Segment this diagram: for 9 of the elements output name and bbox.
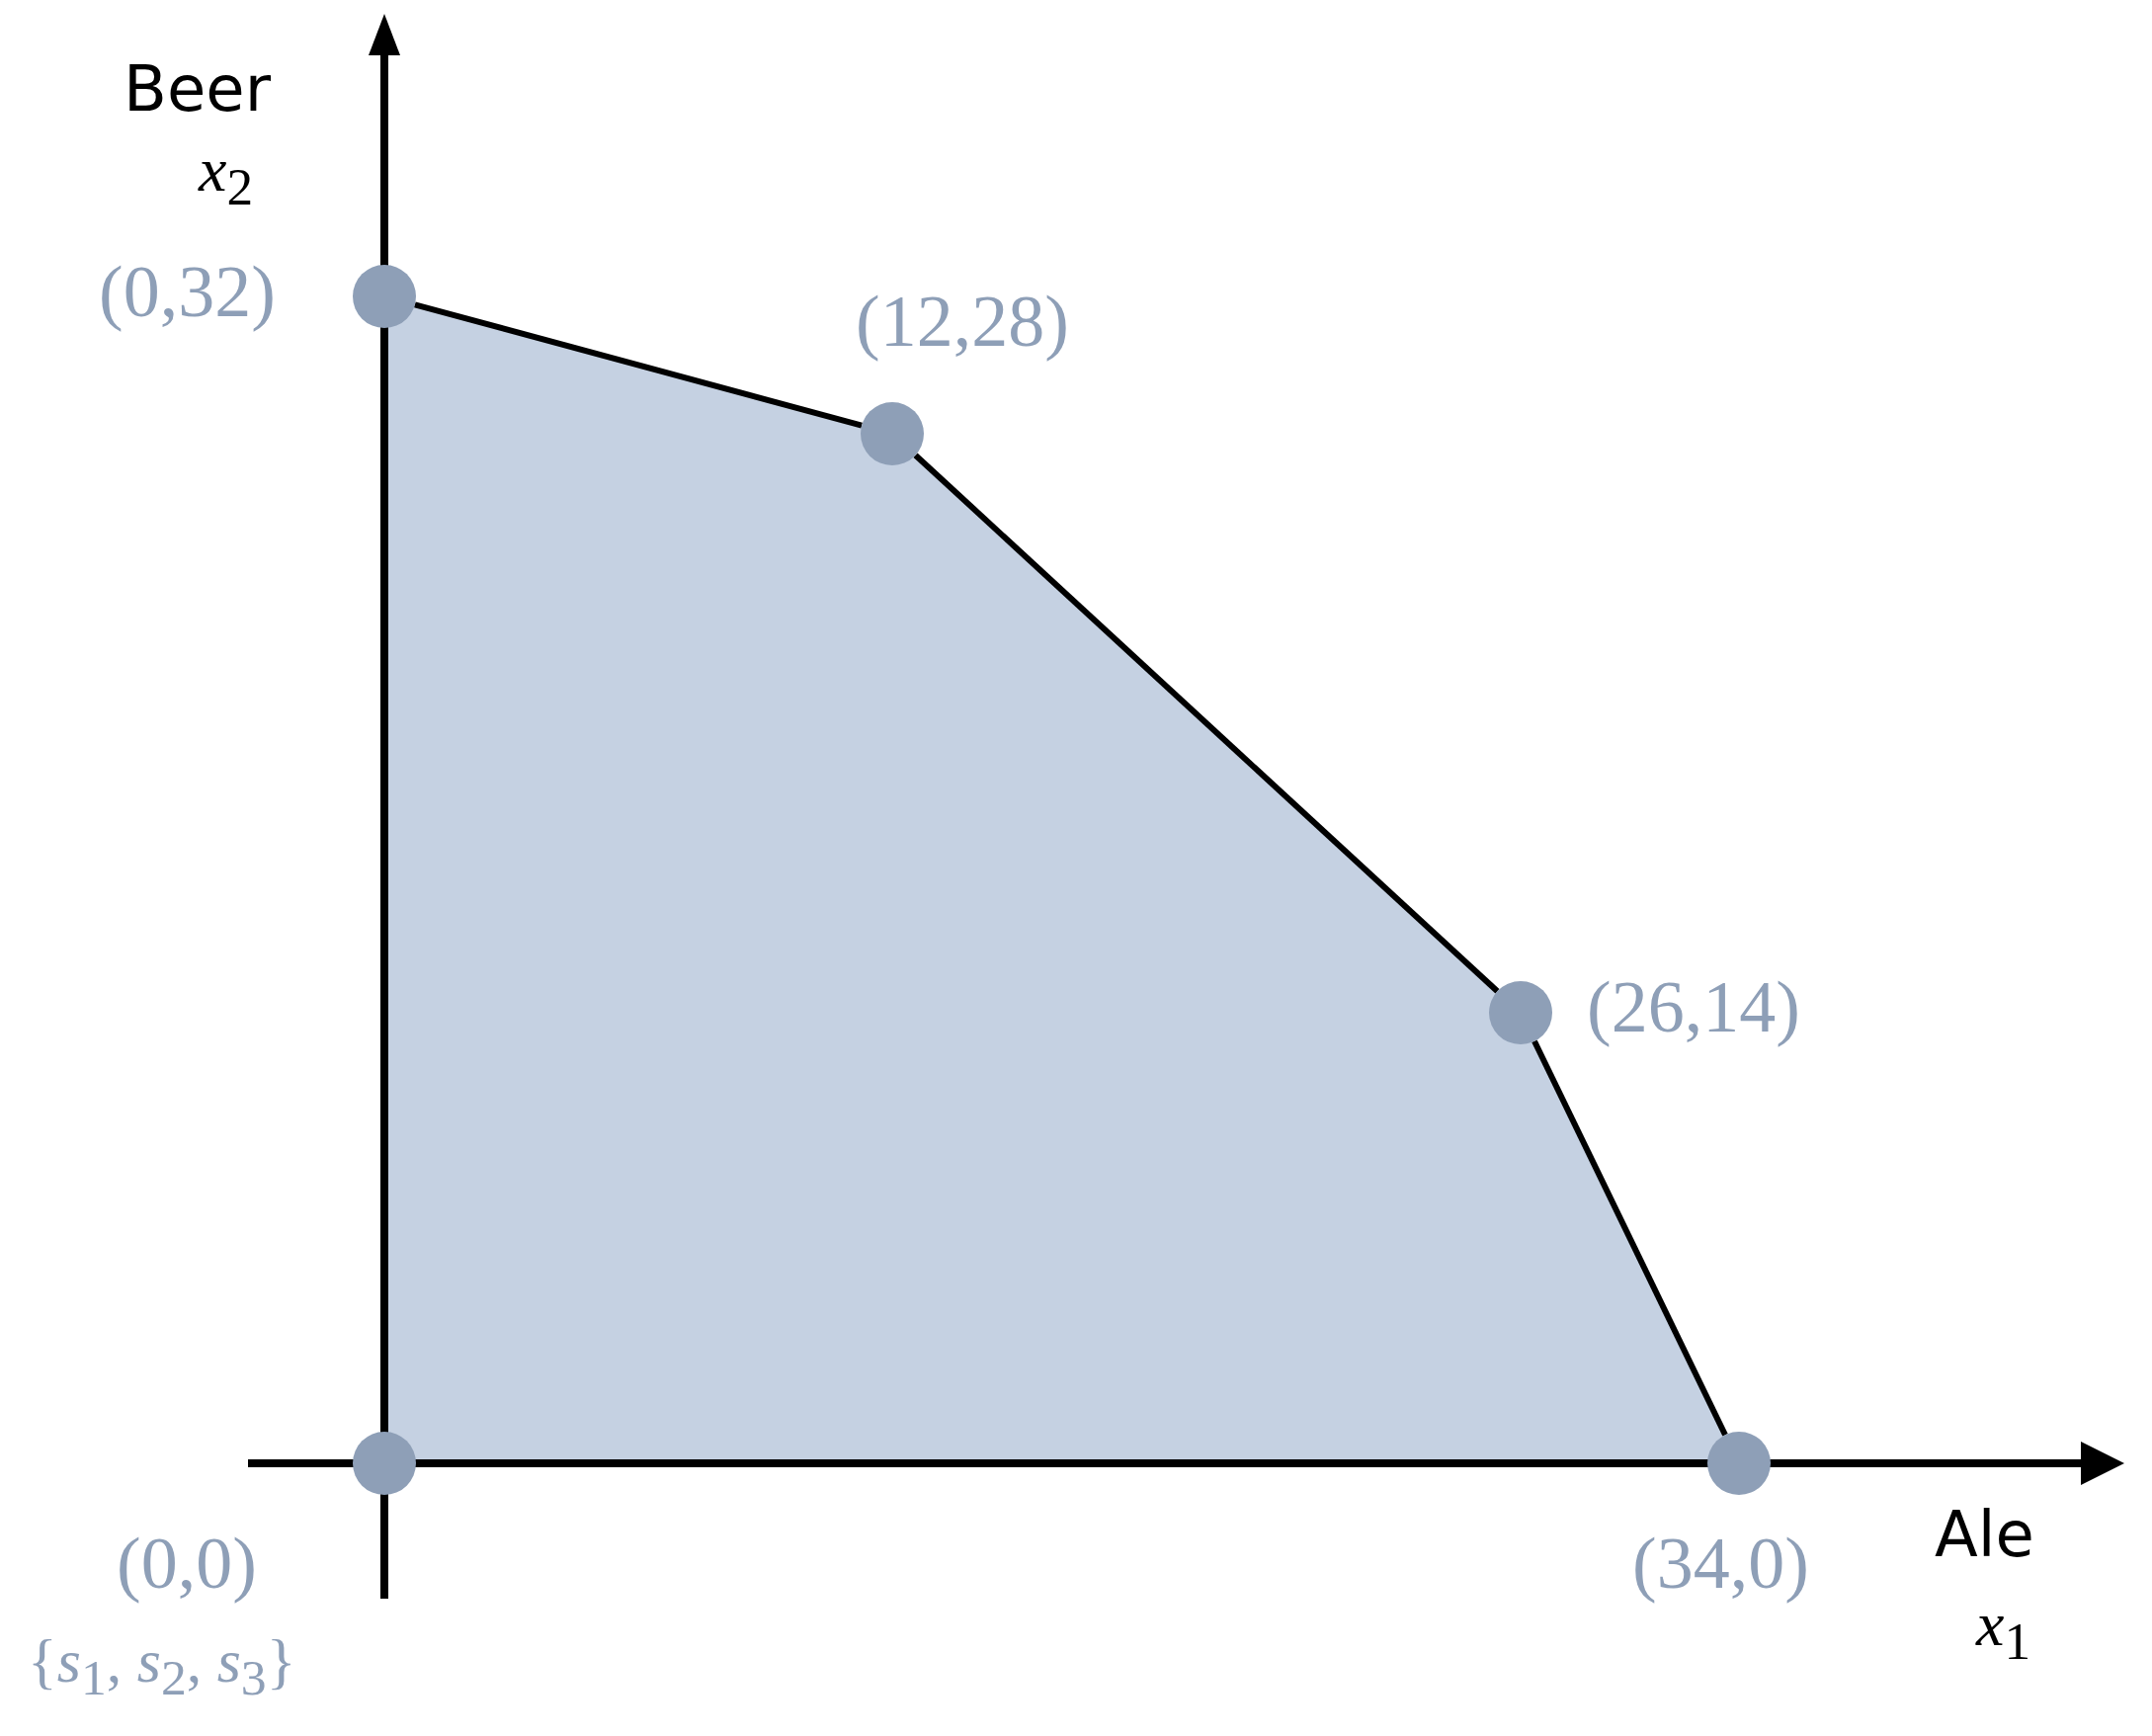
slack-variable-label: {s$_{1}$, s$_{2}$, s$_{3}$} — [28, 1630, 296, 1704]
boundary-line — [913, 453, 1500, 994]
axis-title: Ale — [1935, 1503, 2034, 1566]
vertex-dot — [1489, 981, 1552, 1044]
axis-variable: x$_{1}$ — [1976, 1593, 2031, 1669]
boundary-line — [414, 301, 863, 429]
axis-variable: x$_{2}$ — [199, 138, 254, 214]
axis-title: Beer — [124, 57, 271, 121]
boundary-line — [1531, 1039, 1728, 1437]
